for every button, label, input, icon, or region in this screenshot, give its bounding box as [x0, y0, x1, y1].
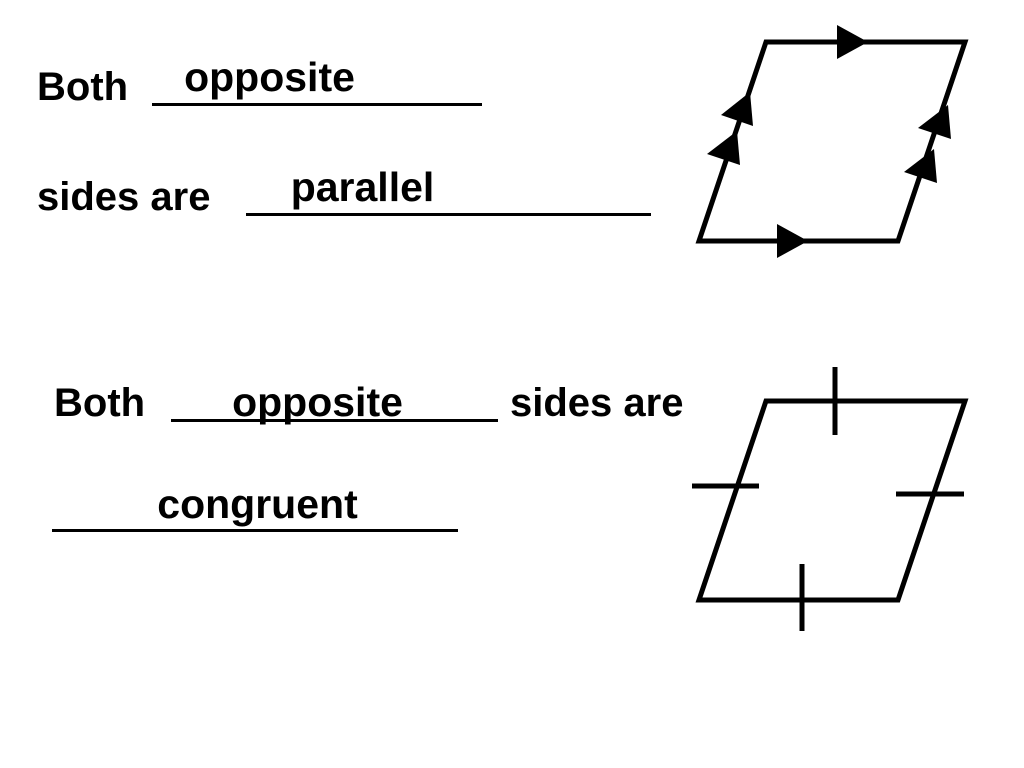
answer-parallel: parallel: [290, 164, 435, 210]
arrow-left-side-upper: [721, 92, 753, 126]
arrow-right-side-upper: [918, 105, 951, 139]
both-label-2: Both: [54, 381, 146, 425]
answer-opposite-2: opposite: [232, 379, 403, 425]
answer-opposite-1: opposite: [184, 54, 355, 100]
parallelogram-outline-1: [695, 39, 969, 244]
answer-congruent: congruent: [157, 481, 358, 527]
parallelogram-parallel-figure: [695, 39, 969, 244]
answer-blank-3: [171, 419, 498, 422]
answer-blank-2: [246, 213, 651, 216]
answer-blank-4: [52, 529, 458, 532]
sides-are-label-2: sides are: [510, 381, 684, 425]
arrow-right-side-lower: [904, 149, 937, 183]
sides-are-label-1: sides are: [37, 175, 211, 219]
parallelogram-congruent-figure: [692, 367, 969, 631]
parallelogram-outline-2: [695, 398, 969, 603]
answer-blank-1: [152, 103, 482, 106]
arrow-left-side-lower: [707, 131, 740, 165]
both-label-1: Both: [37, 65, 129, 109]
arrow-bottom-side: [777, 224, 808, 258]
arrow-top-side: [837, 25, 868, 59]
